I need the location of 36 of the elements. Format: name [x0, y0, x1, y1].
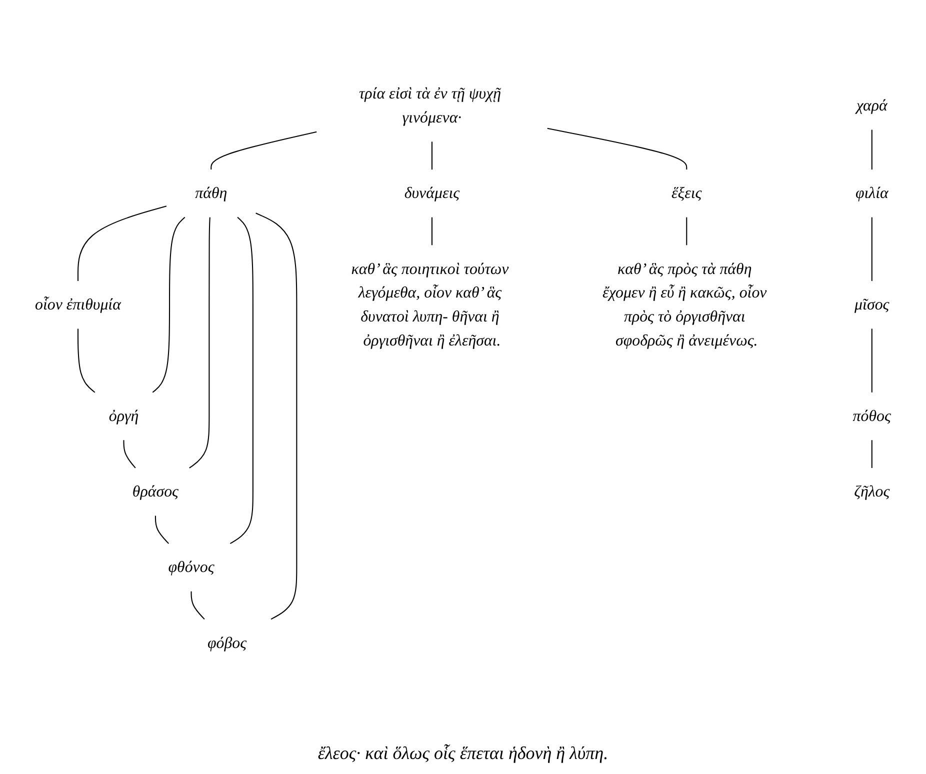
- node-text: ὀργή: [108, 407, 139, 426]
- connector: [431, 142, 432, 170]
- connector: [154, 516, 170, 544]
- node-text: τρία εἰσὶ τὰ ἐν τῇ ψυχῇ γινόμενα·: [358, 85, 502, 127]
- note-text: ἔλεος· καὶ ὅλως οἷς ἕπεται ἡδονὴ ἢ λύπη.: [318, 743, 608, 764]
- node-text: φθόνος: [168, 558, 214, 576]
- node-text: οἷον ἐπιθυμία: [35, 296, 121, 314]
- connector: [190, 591, 205, 620]
- connector: [77, 328, 96, 393]
- connector: [871, 130, 872, 170]
- node-text: μῖσος: [854, 296, 890, 314]
- node-text: δυνάμεις: [404, 184, 460, 202]
- connector: [189, 217, 210, 468]
- node-text: φιλία: [855, 184, 888, 202]
- connector: [547, 128, 688, 170]
- node-text: καθ’ ἃς πρὸς τὰ πάθη ἔχομεν ἢ εὖ ἢ κακῶς, οἷον πρὸς τὸ ὀργισθῆναι σφοδρῶς ἢ ἀνειμένως.: [602, 260, 767, 350]
- connector: [686, 217, 688, 246]
- node-text: πάθη: [195, 184, 228, 202]
- connector: [77, 206, 167, 281]
- connector: [230, 216, 254, 544]
- connector: [123, 440, 136, 468]
- connector: [431, 217, 432, 246]
- node-text: ἕξεις: [672, 184, 702, 202]
- node-text: καθ’ ἃς ποιητικοὶ τούτων λεγόμεθα, οἷον καθ’ ἃς δυνατοὶ λυπη- θῆναι ἢ ὀργισθῆναι ἢ ἐλεῆσαι.: [351, 260, 509, 350]
- connector: [871, 440, 872, 468]
- connector: [871, 217, 872, 281]
- node-text: πόθος: [852, 407, 891, 426]
- connector: [210, 131, 317, 170]
- connector: [871, 328, 872, 392]
- node-text: ζῆλος: [854, 483, 890, 501]
- connector: [256, 212, 298, 620]
- node-text: χαρά: [856, 97, 888, 115]
- connector: [152, 216, 186, 393]
- node-text: θράσος: [132, 483, 179, 501]
- node-text: φόβος: [207, 634, 247, 652]
- tree-diagram: τρία εἰσὶ τὰ ἐν τῇ ψυχῇ γινόμενα· πάθη δυνάμεις ἕξεις καθ’ ἃς ποιητικοὶ τούτων λεγόμεθα, οἷον καθ’ ἃς δυνατοὶ λυπη- θῆναι ἢ ὀργισθῆναι ἢ ἐλεῆσαι. καθ’ ἃς πρὸς τὰ πάθη ἔχομεν ἢ εὖ ἢ κακῶς, οἷον πρὸς τὸ ὀργισθῆναι σφοδρῶς ἢ ἀνειμένως. οἷον ἐπιθυμία ὀργή θράσος φθόνος φόβος χαρά φιλία μῖσος πόθος ζῆλος: [0, 0, 926, 737]
